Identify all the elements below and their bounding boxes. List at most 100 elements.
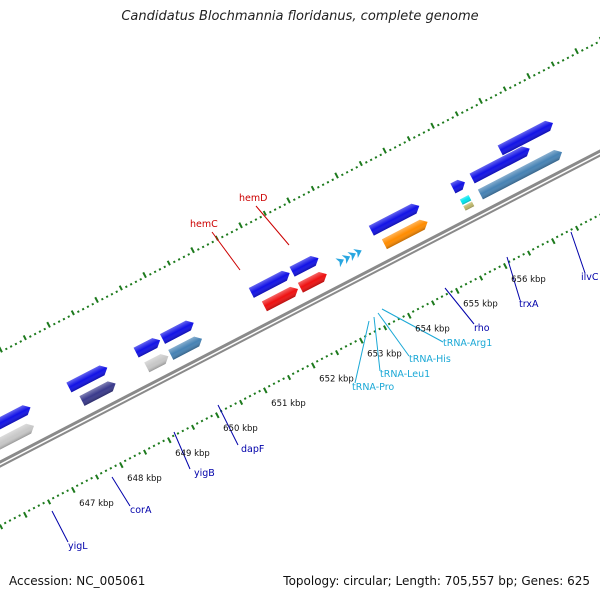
gene-label-yigb[interactable]: yigB xyxy=(194,468,215,479)
inner-tick xyxy=(167,437,172,444)
outer-tick xyxy=(14,342,18,346)
topology-summary: Topology: circular; Length: 705,557 bp; … xyxy=(283,574,590,588)
outer-tick xyxy=(550,61,555,67)
inner-tick xyxy=(8,519,12,522)
gene-label-trna-arg1[interactable]: tRNA-Arg1 xyxy=(443,338,492,349)
inner-tick xyxy=(200,419,204,423)
inner-tick xyxy=(584,220,588,224)
gene-label-cora[interactable]: corA xyxy=(130,505,152,516)
inner-tick xyxy=(459,285,463,288)
outer-tick xyxy=(532,73,536,77)
gene-label-hemc[interactable]: hemC xyxy=(190,219,218,230)
outer-tick xyxy=(163,265,167,269)
kbp-label: 654 kbp xyxy=(415,325,450,335)
inner-tick xyxy=(440,295,444,298)
inner-tick xyxy=(95,474,100,480)
outer-tick xyxy=(249,220,253,224)
gene-label-dapf[interactable]: dapF xyxy=(241,444,264,455)
outer-tick xyxy=(81,307,85,311)
inner-tick xyxy=(555,235,559,239)
outer-tick xyxy=(62,317,66,321)
inner-tick xyxy=(483,272,487,276)
outer-tick xyxy=(542,68,546,72)
gene-label-yigl[interactable]: yigL xyxy=(68,541,88,552)
inner-tick xyxy=(75,484,79,488)
outer-tick xyxy=(91,302,95,306)
outer-tick xyxy=(100,297,104,301)
outer-tick xyxy=(580,49,584,52)
gene-label-trna-leu1[interactable]: tRNA-Leu1 xyxy=(380,369,430,380)
outer-tick xyxy=(196,248,200,251)
inner-tick xyxy=(27,509,31,512)
outer-tick xyxy=(187,253,191,256)
inner-tick xyxy=(42,501,45,505)
inner-tick xyxy=(215,412,220,419)
gene-feature xyxy=(144,354,169,373)
inner-tick xyxy=(181,429,185,433)
outer-tick xyxy=(556,61,560,65)
inner-tick xyxy=(402,315,405,318)
outer-tick xyxy=(110,292,114,296)
gene-feature xyxy=(477,150,562,200)
inner-tick xyxy=(47,499,52,505)
inner-tick xyxy=(531,247,535,251)
inner-tick xyxy=(104,469,108,473)
outer-tick xyxy=(283,203,287,207)
outer-tick xyxy=(374,156,378,159)
outer-tick xyxy=(52,322,56,326)
inner-tick xyxy=(325,354,329,358)
inner-tick xyxy=(330,352,333,356)
gene-label-hemd[interactable]: hemD xyxy=(239,193,267,204)
inner-tick xyxy=(536,245,540,249)
inner-tick xyxy=(378,327,381,331)
inner-tick xyxy=(248,394,252,398)
outer-tick xyxy=(172,260,176,264)
gene-feature xyxy=(0,423,34,451)
inner-tick xyxy=(488,270,492,274)
gene-label-trna-pro[interactable]: tRNA-Pro xyxy=(352,382,394,393)
outer-tick xyxy=(430,122,435,129)
inner-tick xyxy=(186,427,189,430)
inner-tick xyxy=(13,516,17,520)
outer-tick xyxy=(454,111,459,117)
inner-tick xyxy=(287,374,292,381)
gene-label-trxa[interactable]: trxA xyxy=(519,299,539,310)
outer-tick xyxy=(129,282,133,286)
outer-tick xyxy=(489,96,493,100)
inner-tick xyxy=(243,397,247,400)
inner-tick xyxy=(229,404,233,408)
inner-tick xyxy=(267,384,271,388)
leader-line-trna-pro xyxy=(354,320,370,384)
inner-tick xyxy=(3,521,7,525)
kbp-label: 649 kbp xyxy=(175,449,210,459)
inner-tick xyxy=(147,447,151,450)
gene-label-trna-his[interactable]: tRNA-His xyxy=(409,354,451,365)
inner-tick xyxy=(195,422,199,425)
inner-tick xyxy=(253,392,257,395)
inner-tick xyxy=(71,486,76,494)
outer-tick xyxy=(403,141,407,144)
outer-tick xyxy=(22,334,27,341)
outer-tick xyxy=(460,111,464,114)
outer-tick xyxy=(142,271,147,279)
inner-tick xyxy=(80,481,84,485)
outer-tick xyxy=(526,72,531,80)
outer-tick xyxy=(67,315,71,318)
kbp-label: 647 kbp xyxy=(79,499,114,509)
leader-line-yigb xyxy=(173,431,191,470)
genome-backbone xyxy=(0,149,600,468)
outer-tick xyxy=(57,320,61,323)
outer-tick xyxy=(105,295,109,299)
inner-tick xyxy=(306,364,309,368)
inner-tick xyxy=(109,466,113,470)
inner-tick xyxy=(560,233,564,236)
inner-tick xyxy=(579,223,583,226)
gene-label-rho[interactable]: rho xyxy=(474,323,490,334)
inner-tick xyxy=(61,491,65,495)
leader-line-trna-leu1 xyxy=(373,316,381,372)
outer-tick xyxy=(70,310,75,316)
gene-label-ilvc[interactable]: ilvC xyxy=(581,272,599,283)
